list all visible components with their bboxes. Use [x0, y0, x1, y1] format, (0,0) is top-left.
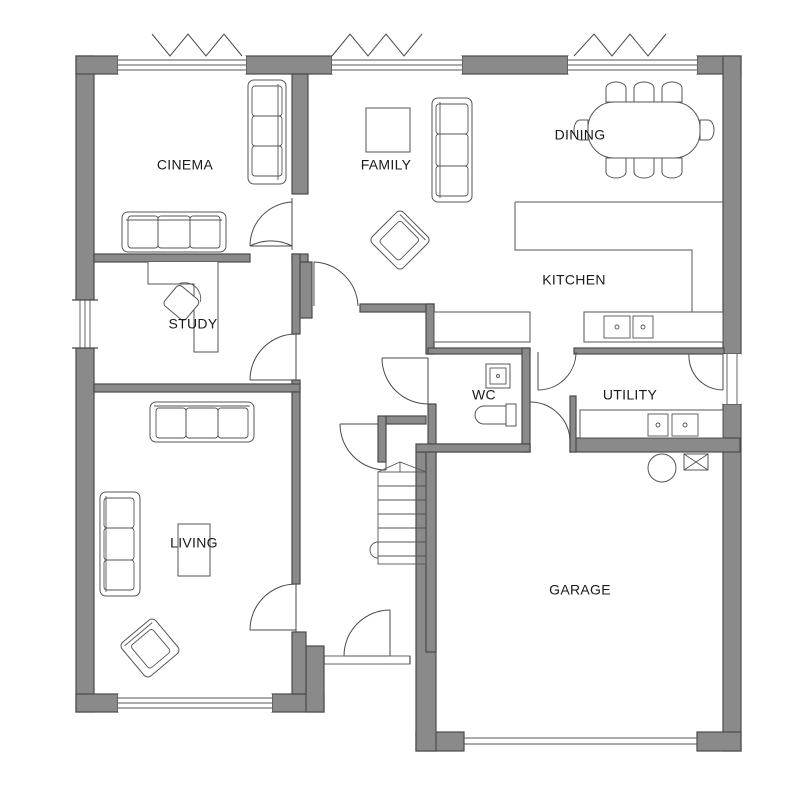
room-label-study: STUDY	[169, 316, 218, 332]
room-label-dining: DINING	[555, 127, 606, 143]
room-label-garage: GARAGE	[549, 582, 611, 598]
dining-furniture	[573, 81, 715, 179]
living-furniture	[99, 401, 255, 678]
window-family	[332, 56, 462, 74]
room-label-wc: WC	[472, 387, 496, 403]
window-cinema	[118, 56, 246, 74]
windows	[72, 56, 741, 745]
room-label-family: FAMILY	[361, 157, 412, 173]
exterior-walls	[75, 55, 742, 752]
door-swings	[249, 198, 724, 665]
cinema-furniture	[121, 79, 287, 253]
wc-fixtures	[474, 363, 517, 427]
window-dining	[568, 56, 697, 74]
interior-walls	[93, 73, 741, 695]
window-study	[72, 299, 98, 349]
garage-door-opening	[464, 737, 697, 745]
kitchen-units	[433, 201, 724, 439]
garage-items	[647, 453, 709, 483]
staircase	[369, 415, 427, 565]
room-label-kitchen: KITCHEN	[542, 272, 606, 288]
study-furniture	[147, 262, 219, 353]
window-living	[118, 694, 272, 712]
room-label-cinema: CINEMA	[157, 157, 214, 173]
room-labels: CINEMA FAMILY DINING KITCHEN STUDY WC UT…	[157, 127, 658, 598]
dining-chairs	[573, 81, 715, 179]
family-furniture	[365, 97, 473, 270]
window-utility-side	[723, 354, 741, 404]
room-label-utility: UTILITY	[603, 387, 658, 403]
bifold-doors	[151, 33, 667, 57]
room-label-living: LIVING	[170, 535, 218, 551]
